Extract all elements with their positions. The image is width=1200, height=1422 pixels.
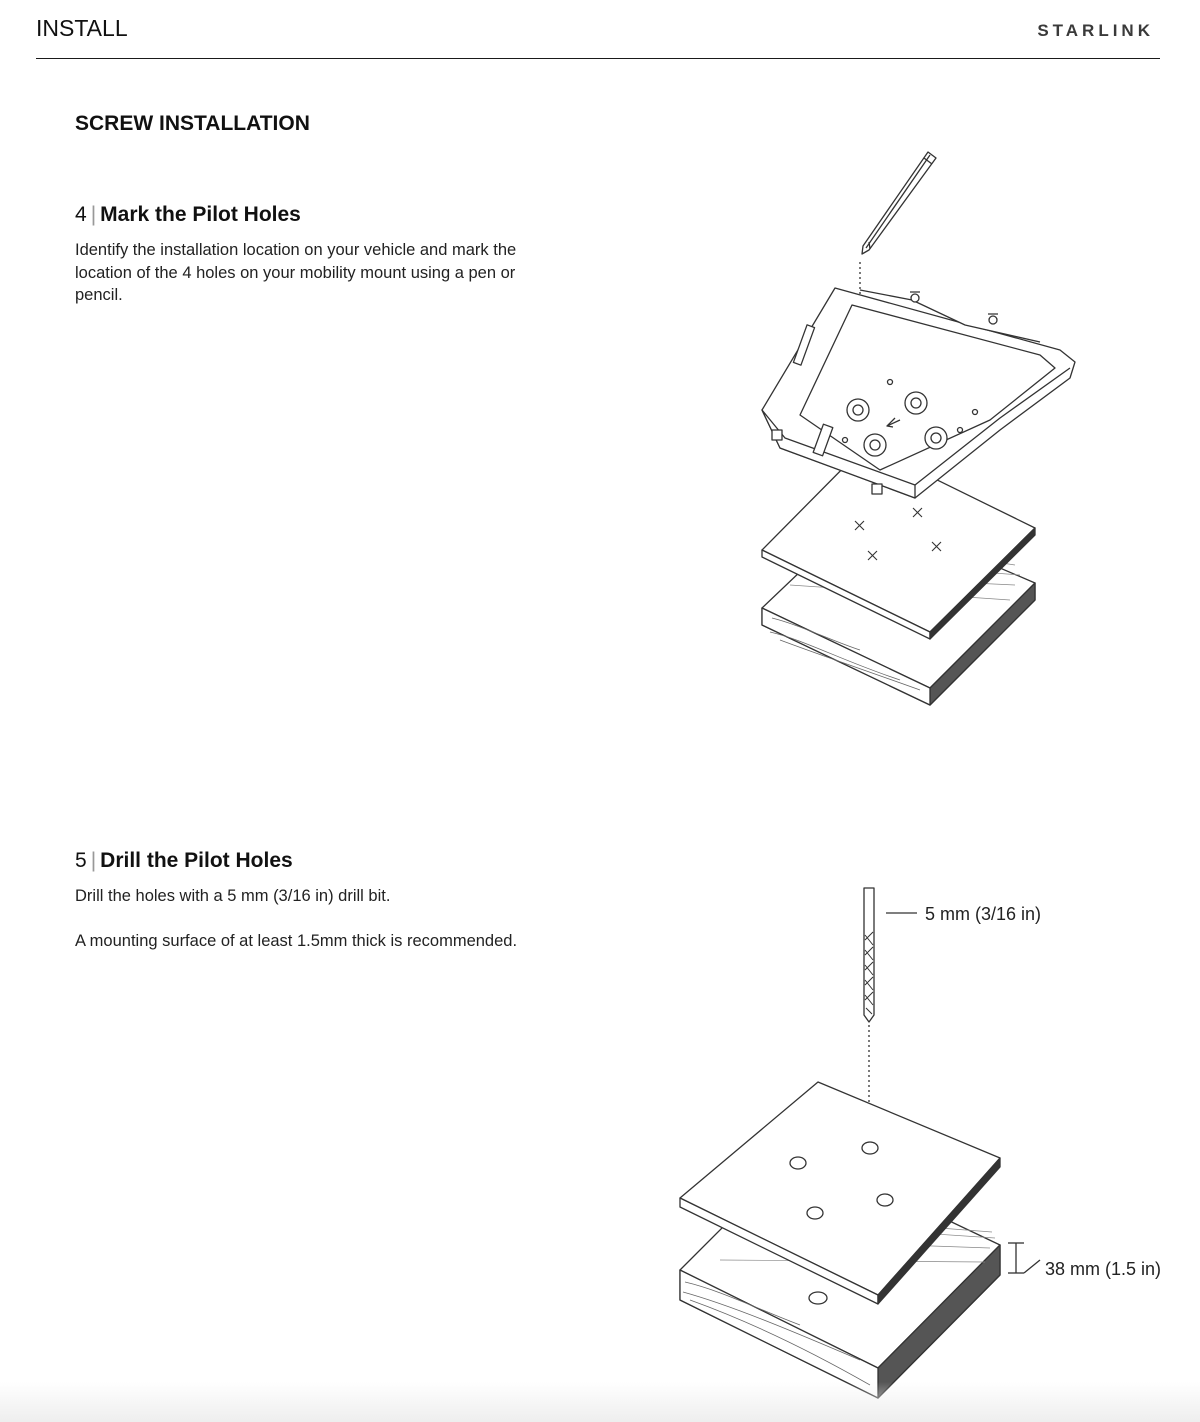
drill-holes-illustration bbox=[679, 887, 1041, 1399]
step-text: A mounting surface of at least 1.5mm thi… bbox=[75, 931, 518, 950]
mounting-plate bbox=[679, 1081, 1001, 1305]
step-text: Identify the installation location on yo… bbox=[75, 241, 517, 304]
thickness-label: 38 mm (1.5 in) bbox=[1045, 1259, 1161, 1279]
brand-logo: STARLINK bbox=[1037, 21, 1154, 40]
pencil-icon bbox=[861, 151, 937, 255]
step-separator: | bbox=[90, 849, 97, 872]
pilot-hole bbox=[876, 1193, 894, 1207]
pilot-hole bbox=[789, 1156, 807, 1170]
section-title: INSTALL bbox=[36, 15, 128, 41]
step-number: 5 bbox=[75, 849, 87, 872]
step-number: 4 bbox=[75, 203, 87, 226]
step-title: Mark the Pilot Holes bbox=[100, 203, 301, 226]
step-4: 4|Mark the Pilot Holes Identify the inst… bbox=[75, 203, 545, 307]
step-title: Drill the Pilot Holes bbox=[100, 849, 293, 872]
thickness-dimension bbox=[1008, 1242, 1041, 1274]
drill-bit-icon bbox=[863, 887, 875, 1023]
step-5: 5|Drill the Pilot Holes Drill the holes … bbox=[75, 849, 545, 952]
step-heading: 4|Mark the Pilot Holes bbox=[75, 203, 545, 227]
step-separator: | bbox=[90, 203, 97, 226]
page-bottom-fade bbox=[0, 1382, 1200, 1422]
pilot-hole bbox=[861, 1141, 879, 1155]
mobility-mount bbox=[761, 287, 1076, 499]
subhead: SCREW INSTALLATION bbox=[75, 112, 310, 135]
drill-bit-size-label: 5 mm (3/16 in) bbox=[925, 904, 1041, 924]
mark-holes-illustration bbox=[761, 151, 1076, 706]
step-heading: 5|Drill the Pilot Holes bbox=[75, 849, 545, 873]
page-header: INSTALL STARLINK bbox=[36, 0, 1160, 59]
step-text: Drill the holes with a 5 mm (3/16 in) dr… bbox=[75, 887, 391, 905]
mounting-plate bbox=[761, 444, 1036, 640]
pilot-hole bbox=[806, 1206, 824, 1220]
